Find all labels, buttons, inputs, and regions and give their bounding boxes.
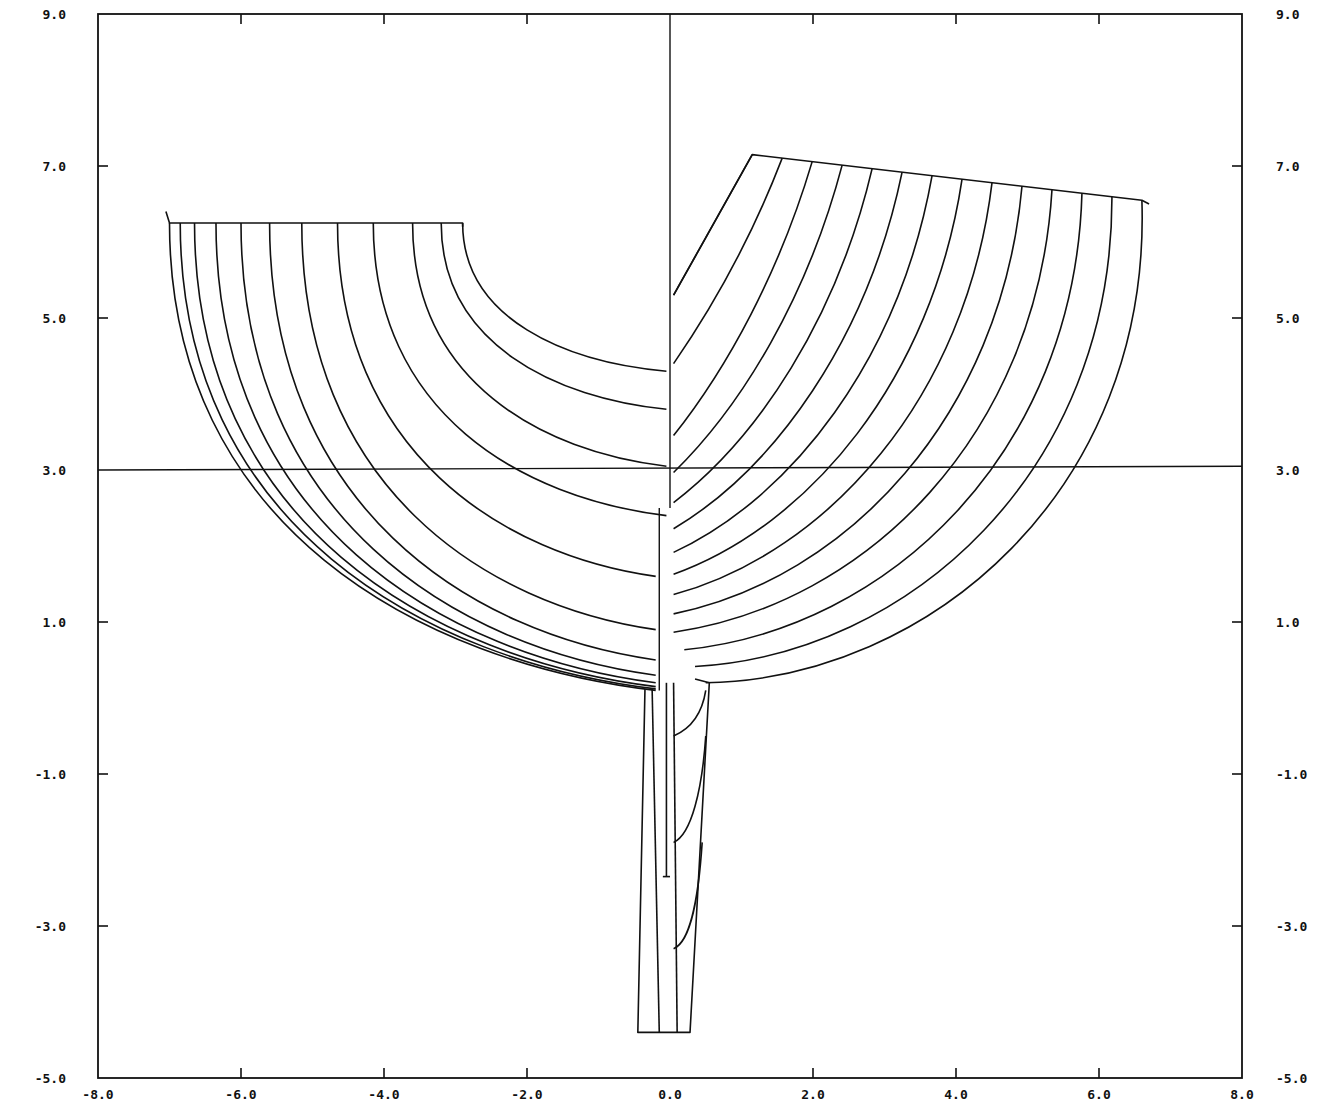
station-line [195,223,656,687]
tick-mark [1098,14,1100,24]
tick-mark [98,621,108,623]
station-line [674,176,933,553]
tick-mark [812,14,814,24]
station-line [413,223,667,466]
axis-tick-label: 9.0 [1276,8,1299,21]
station-line [170,223,656,690]
sheer-line [674,155,1149,296]
tick-mark [240,14,242,24]
keel-section [674,690,706,736]
axis-tick-label: -1.0 [35,768,66,781]
axis-tick-label: -3.0 [1276,920,1307,933]
station-line [674,158,783,363]
axis-tick-label: -1.0 [1276,768,1307,781]
tick-mark [526,14,528,24]
keel-fin [652,689,659,1033]
station-line [674,186,1022,614]
station-line [216,223,656,683]
station-line [373,223,666,516]
axis-tick-label: 7.0 [1276,160,1299,173]
keel-fin [666,683,668,877]
centre-line [669,14,670,508]
axis-tick-label: 7.0 [43,160,66,173]
axis-tick-label: -8.0 [82,1088,113,1101]
tick-mark [1232,925,1242,927]
centre-line [659,508,660,690]
tick-mark [526,1068,528,1078]
axis-tick-label: -3.0 [35,920,66,933]
keel-fin [638,679,710,1032]
axis-tick-label: -4.0 [368,1088,399,1101]
station-line [674,190,1052,633]
tick-mark [1232,317,1242,319]
axis-tick-label: 8.0 [1230,1088,1253,1101]
tick-mark [383,1068,385,1078]
axis-tick-label: -6.0 [225,1088,256,1101]
station-line [674,179,962,574]
keel-fin [663,876,670,878]
axis-tick-label: 5.0 [43,312,66,325]
axis-tick-label: 3.0 [43,464,66,477]
axis-tick-label: 1.0 [1276,616,1299,629]
station-line [695,197,1112,667]
tick-mark [1232,773,1242,775]
tick-mark [812,1068,814,1078]
tick-mark [955,1068,957,1078]
station-line [674,165,843,472]
station-line [674,162,813,436]
station-line [463,223,667,371]
keel-section [674,842,703,948]
sheer-line [166,212,463,227]
tick-mark [98,925,108,927]
plot-frame [98,14,1242,1078]
tick-mark [955,14,957,24]
station-line [706,200,1142,683]
tick-mark [383,14,385,24]
station-line [674,172,903,529]
station-line [241,223,656,675]
axis-tick-label: -2.0 [511,1088,542,1101]
keel-section [674,736,706,842]
tick-mark [98,165,108,167]
station-line [441,223,666,409]
tick-mark [1232,165,1242,167]
axis-tick-label: -5.0 [1276,1072,1307,1085]
axis-tick-label: 1.0 [43,616,66,629]
axis-tick-label: 4.0 [944,1088,967,1101]
axis-tick-label: -5.0 [35,1072,66,1085]
tick-mark [98,317,108,319]
axis-tick-label: 3.0 [1276,464,1299,477]
axis-tick-label: 6.0 [1087,1088,1110,1101]
station-line [270,223,656,660]
tick-mark [1232,621,1242,623]
tick-mark [1098,1068,1100,1078]
station-line [684,193,1082,650]
tick-mark [98,773,108,775]
axis-tick-label: 5.0 [1276,312,1299,325]
axis-tick-label: 9.0 [43,8,66,21]
station-line [180,223,655,689]
station-line [674,183,992,595]
tick-mark [240,1068,242,1078]
axis-tick-label: 2.0 [801,1088,824,1101]
axis-tick-label: 0.0 [658,1088,681,1101]
